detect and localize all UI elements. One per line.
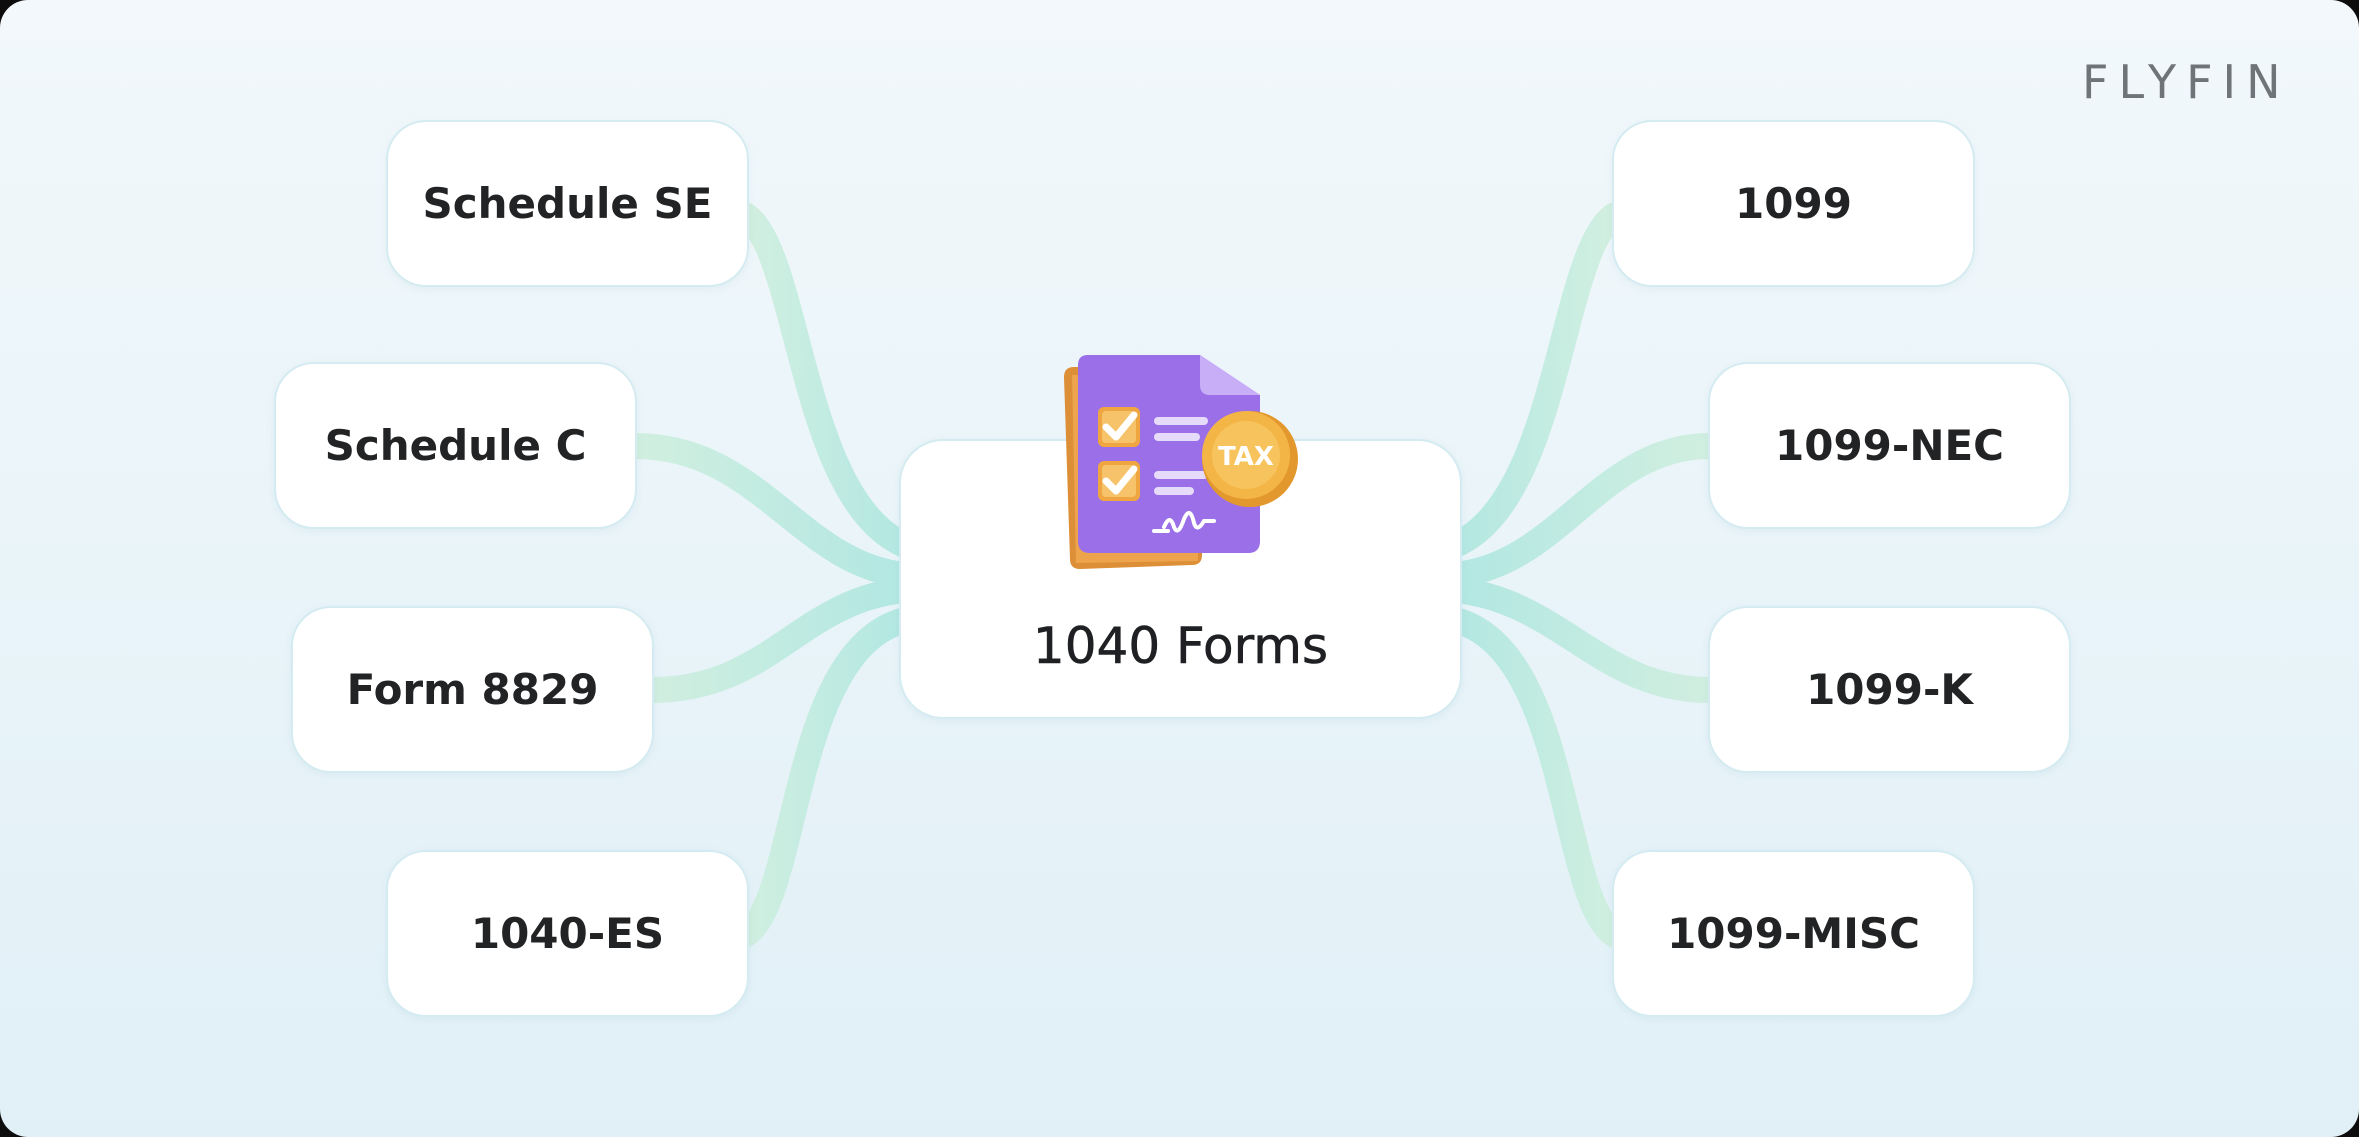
tax-document-icon: TAX	[1058, 355, 1308, 575]
connector-form-8829	[639, 577, 918, 703]
node-schedule-c: Schedule C	[274, 362, 637, 529]
center-title: 1040 Forms	[1032, 617, 1329, 676]
node-1040-es: 1040-ES	[386, 850, 749, 1017]
connector-1099-misc	[1442, 607, 1628, 948]
connector-1099	[1442, 202, 1628, 558]
node-schedule-se: Schedule SE	[386, 120, 749, 287]
connector-1099-k	[1442, 577, 1723, 703]
node-1099: 1099	[1612, 120, 1975, 287]
connector-schedule-se	[732, 202, 918, 558]
connector-1040-es	[732, 607, 918, 948]
connector-schedule-c	[622, 433, 918, 588]
flyfin-logo: FLYFIN	[2082, 55, 2291, 109]
node-form-8829: Form 8829	[291, 606, 654, 773]
node-1099-misc: 1099-MISC	[1612, 850, 1975, 1017]
connector-1099-nec	[1442, 433, 1723, 588]
node-1099-nec: 1099-NEC	[1708, 362, 2071, 529]
tax-badge-label: TAX	[1218, 442, 1274, 472]
node-1099-k: 1099-K	[1708, 606, 2071, 773]
